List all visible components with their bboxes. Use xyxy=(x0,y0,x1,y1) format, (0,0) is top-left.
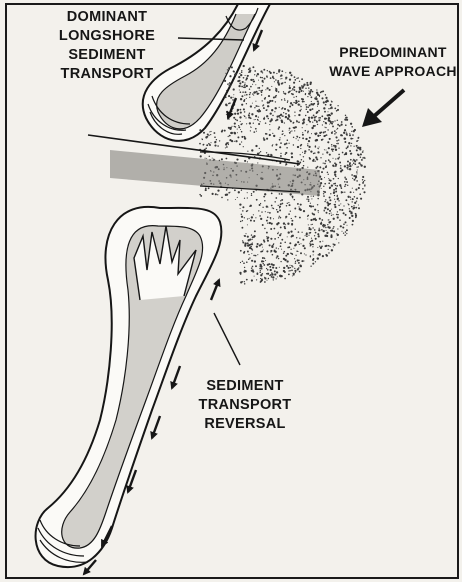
wave-approach-label: PREDOMINANT WAVE APPROACH xyxy=(318,43,462,81)
downdrift-arrow-1 xyxy=(172,366,180,388)
longshore-label-line-4: TRANSPORT xyxy=(38,65,176,84)
wave-label-line-1: PREDOMINANT xyxy=(318,43,462,62)
longshore-arrow-2 xyxy=(228,98,236,118)
reversal-arrow xyxy=(211,280,219,300)
wave-direction-arrow-icon xyxy=(362,90,404,127)
longshore-label-line-3: SEDIMENT xyxy=(38,46,176,65)
reversal-label-line-2: TRANSPORT xyxy=(180,396,310,415)
longshore-label-line-1: DOMINANT xyxy=(38,8,176,27)
wave-label-line-2: WAVE APPROACH xyxy=(318,62,462,81)
reversal-label-line-3: REVERSAL xyxy=(180,415,310,434)
longshore-transport-label: DOMINANT LONGSHORE SEDIMENT TRANSPORT xyxy=(38,8,176,84)
transport-reversal-label: SEDIMENT TRANSPORT REVERSAL xyxy=(180,377,310,434)
longshore-label-line-2: LONGSHORE xyxy=(38,27,176,46)
downdrift-arrow-2 xyxy=(152,416,160,438)
reversal-label-line-1: SEDIMENT xyxy=(180,377,310,396)
